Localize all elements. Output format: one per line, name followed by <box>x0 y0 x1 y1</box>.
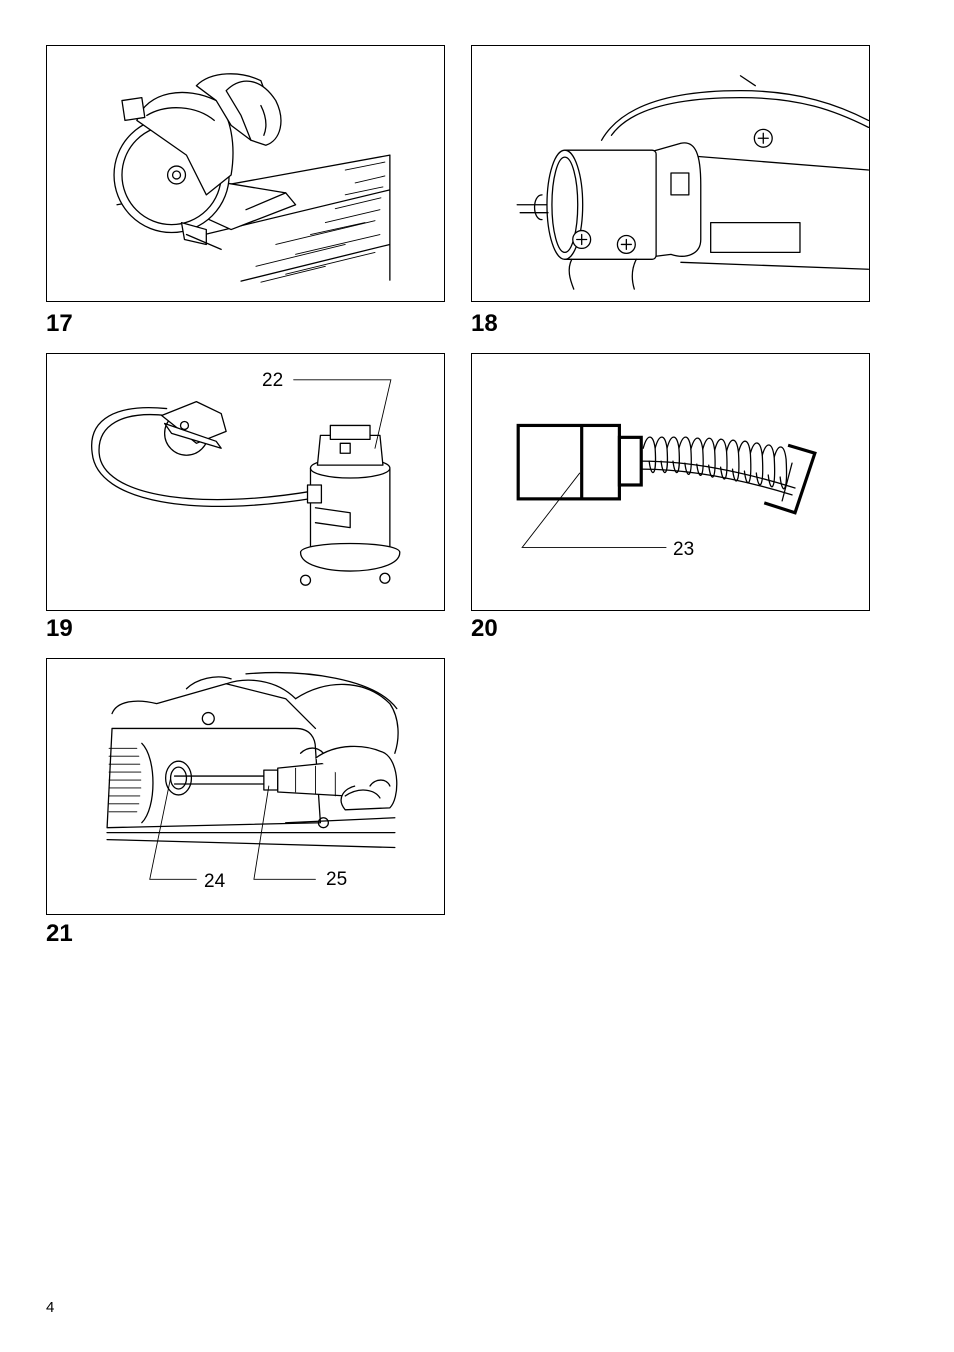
figure-number: 18 <box>471 312 498 336</box>
figure-19-panel <box>46 353 445 611</box>
callout-25: 25 <box>326 870 347 889</box>
carbon-brush-illustration <box>472 354 869 610</box>
dust-nozzle-illustration <box>472 46 869 301</box>
figure-number: 20 <box>471 617 498 641</box>
callout-24: 24 <box>204 872 225 891</box>
figure-number: 17 <box>46 312 73 336</box>
circular-saw-cutting-illustration <box>47 46 444 301</box>
figure-number: 21 <box>46 922 73 946</box>
figure-17-panel <box>46 45 445 302</box>
figure-number: 19 <box>46 617 73 641</box>
brush-holder-cap-removal-illustration <box>47 659 444 914</box>
callout-22: 22 <box>262 371 283 390</box>
figure-20-panel <box>471 353 870 611</box>
callout-23: 23 <box>673 540 694 559</box>
figure-18-panel <box>471 45 870 302</box>
figure-21-panel <box>46 658 445 915</box>
vacuum-cleaner-connection-illustration <box>47 354 444 610</box>
page-number: 4 <box>46 1299 54 1316</box>
